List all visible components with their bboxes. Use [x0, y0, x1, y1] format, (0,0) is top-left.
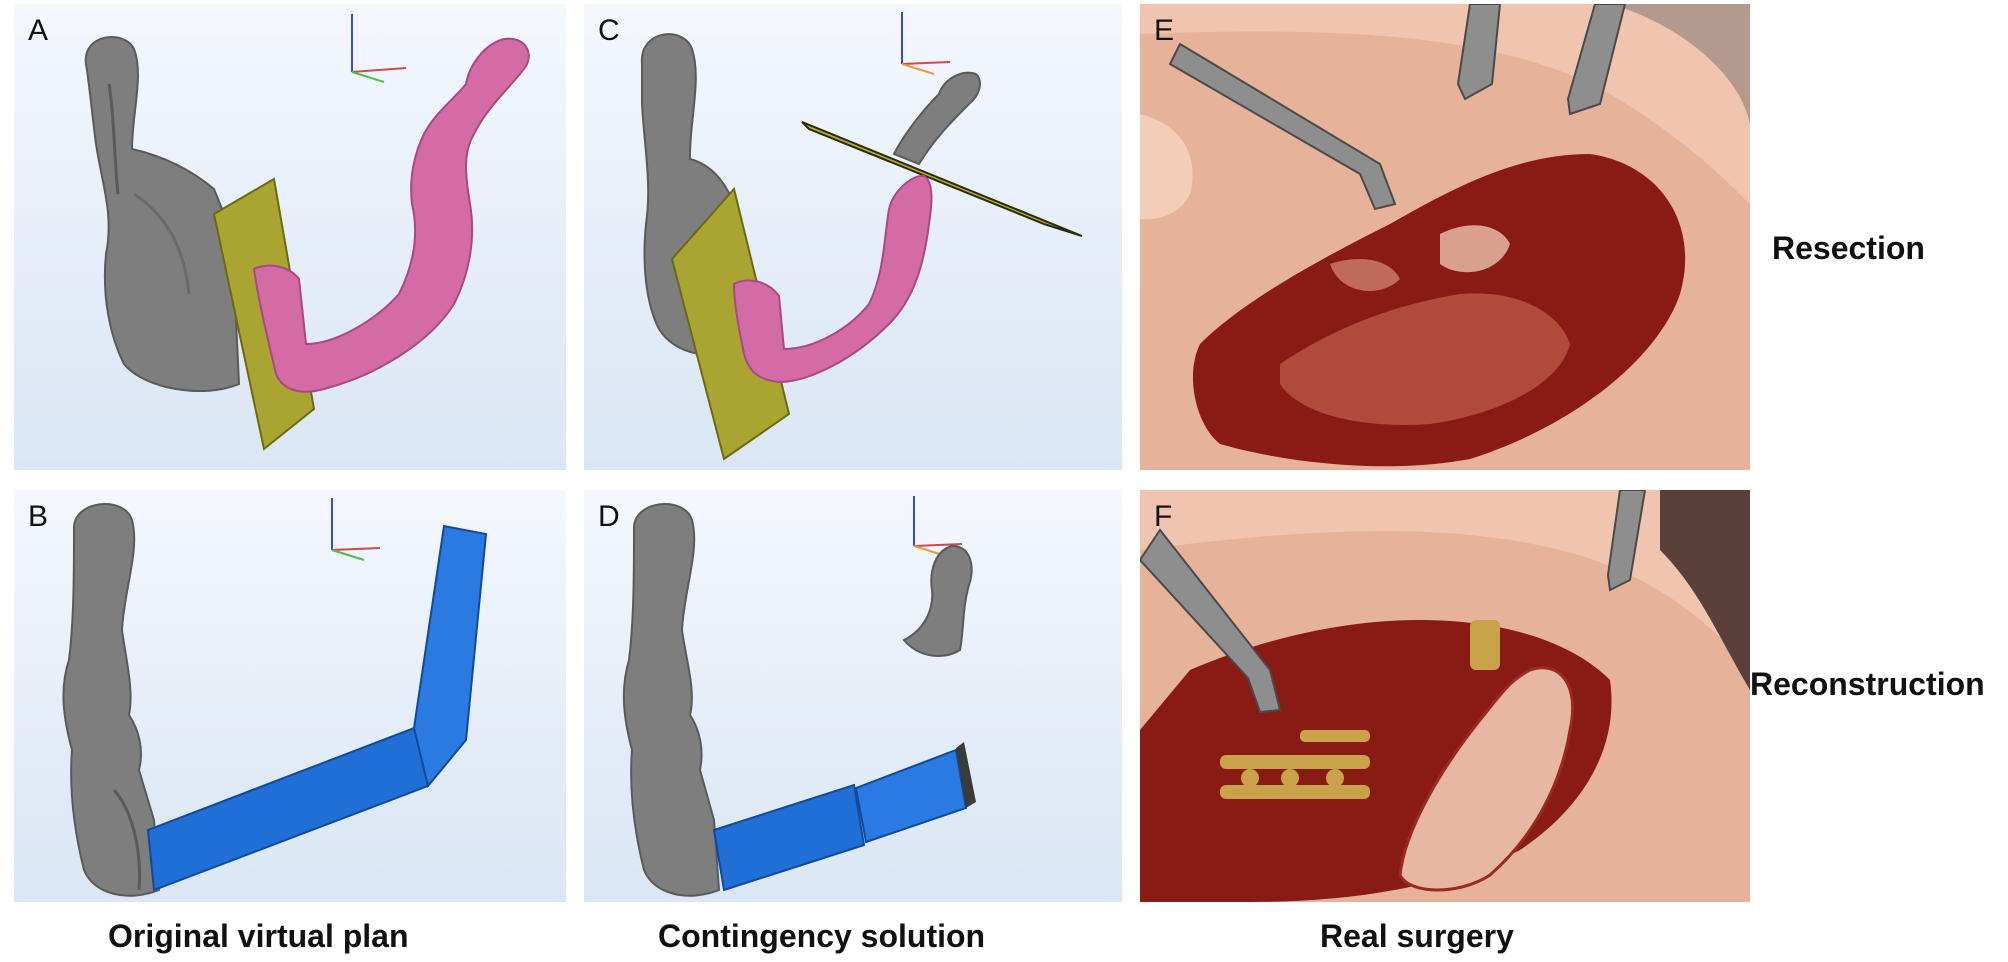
- fibula-flap-skin-paddle: [1398, 666, 1575, 892]
- caption-original-virtual-plan: Original virtual plan: [108, 918, 409, 954]
- retractor: [1140, 490, 1647, 714]
- panel-b-virtual-reconstruction: B: [14, 490, 566, 902]
- panel-f-reconstruction-photo: F: [1140, 490, 1750, 902]
- retractor-upper: [1456, 4, 1627, 116]
- condyle-fragment: [892, 71, 981, 166]
- panel-label-a: A: [28, 14, 49, 47]
- row-label-reconstruction: Reconstruction: [1750, 666, 1985, 702]
- panel-c-render: [640, 12, 1083, 461]
- panel-e-photo: [1140, 4, 1750, 470]
- mandible-remaining-bone: [62, 503, 161, 897]
- caption-real-surgery: Real surgery: [1320, 918, 1514, 954]
- axis-gizmo: [331, 498, 381, 561]
- axis-gizmo: [901, 12, 951, 75]
- panel-label-e: E: [1154, 14, 1175, 47]
- cutting-plane-posterior: [801, 121, 1083, 237]
- fixation-plates: [1220, 620, 1500, 799]
- caption-contingency-solution: Contingency solution: [658, 918, 986, 954]
- axis-gizmo: [351, 14, 407, 83]
- panel-a-virtual-resection: A: [14, 4, 566, 470]
- condyle-fragment: [902, 544, 973, 657]
- panel-c-contingency-resection: C: [584, 4, 1122, 470]
- cutting-plane-anterior: [670, 186, 791, 461]
- retractor-left: [1168, 42, 1397, 211]
- panel-label-f: F: [1154, 500, 1173, 533]
- panel-d-render: [622, 496, 976, 897]
- panel-b-render: [62, 498, 488, 897]
- resected-segment: [732, 174, 933, 384]
- panel-a-render: [84, 14, 530, 451]
- mandible-remaining-bone: [622, 503, 721, 897]
- panel-f-photo: [1140, 490, 1750, 902]
- panel-label-b: B: [28, 500, 49, 533]
- fibula-graft-segment-2: [854, 748, 968, 844]
- panel-e-resection-photo: E: [1140, 4, 1750, 470]
- row-label-resection: Resection: [1772, 230, 1925, 266]
- resected-segment: [252, 37, 530, 393]
- panel-d-contingency-reconstruction: D: [584, 490, 1122, 902]
- panel-label-d: D: [598, 500, 620, 533]
- fibula-graft-vertical: [412, 524, 488, 789]
- fibula-graft-segment-1: [712, 783, 866, 892]
- panel-label-c: C: [598, 14, 620, 47]
- mandible-remaining-bone: [84, 36, 241, 393]
- fibula-graft: [146, 723, 430, 892]
